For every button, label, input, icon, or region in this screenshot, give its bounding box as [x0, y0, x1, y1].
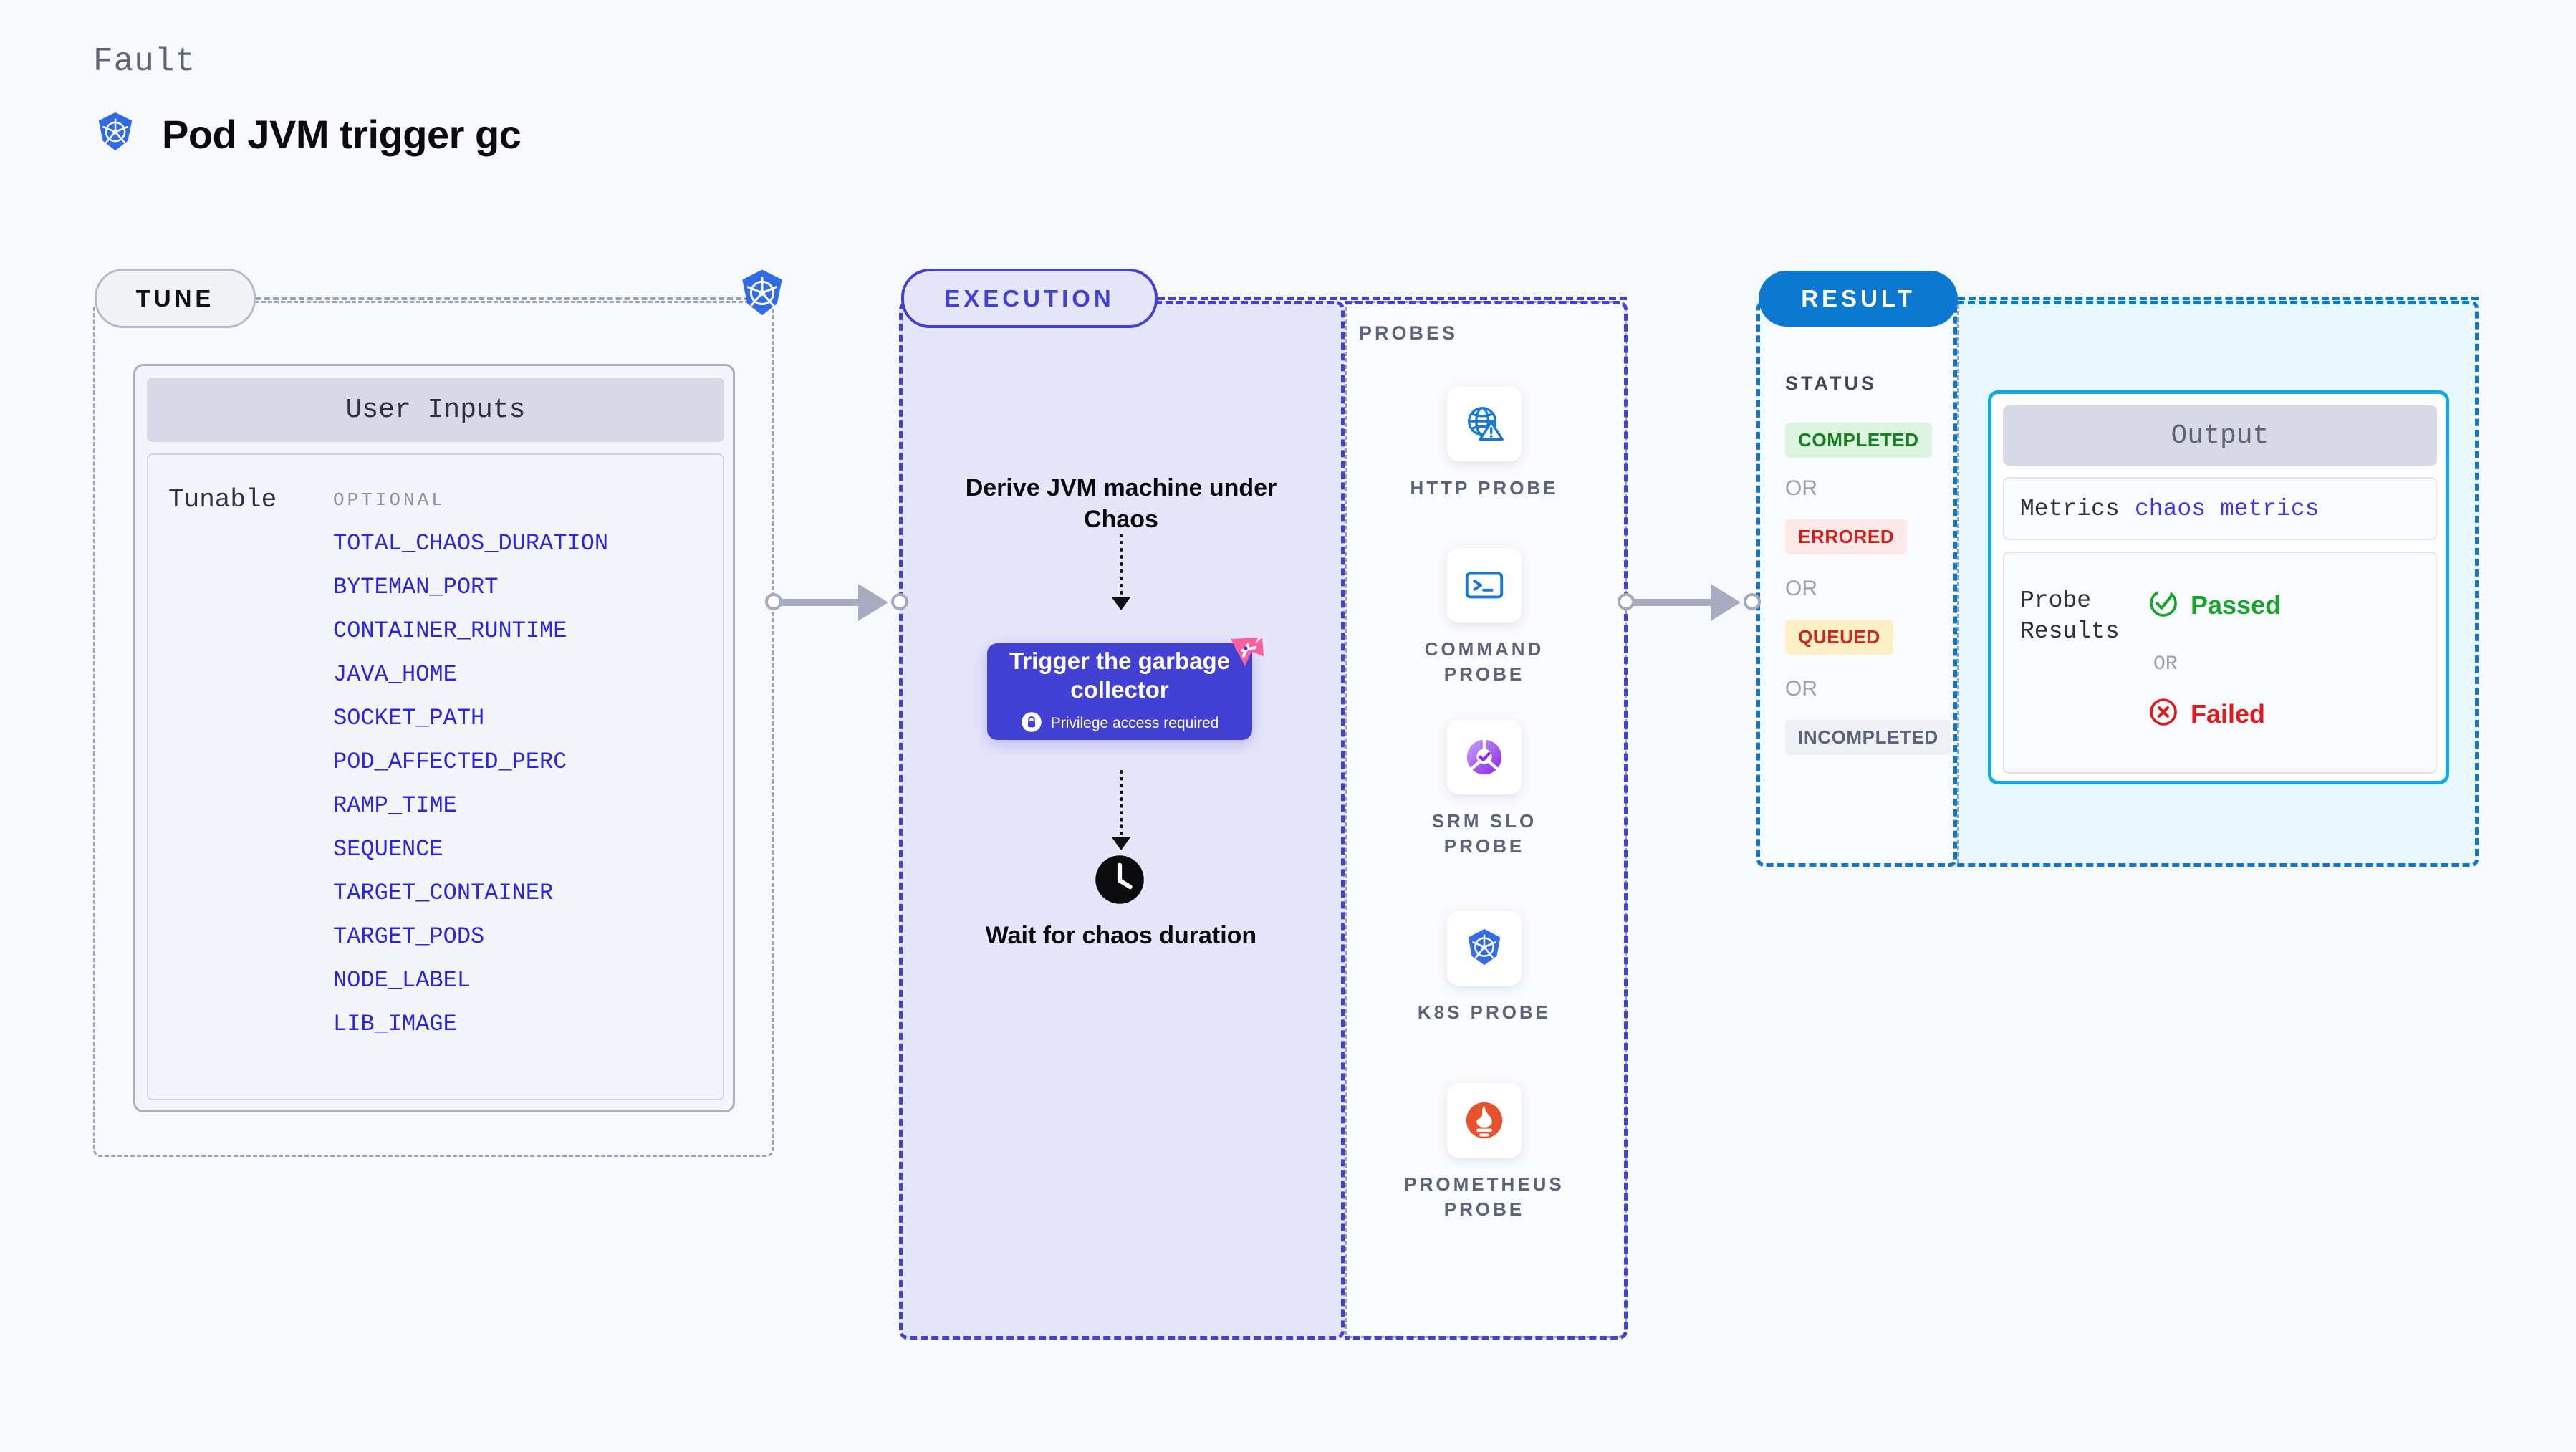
- list-item[interactable]: TARGET_PODS: [333, 923, 485, 950]
- probe-result-failed: Failed: [2148, 696, 2265, 731]
- list-item[interactable]: RAMP_TIME: [333, 792, 457, 819]
- result-section-pill[interactable]: RESULT: [1759, 271, 1958, 327]
- list-item[interactable]: JAVA_HOME: [333, 661, 457, 688]
- or-label: OR: [2153, 653, 2178, 675]
- connector-bar: [1632, 599, 1718, 606]
- execution-step-1: Derive JVM machine under Chaos: [965, 474, 1277, 533]
- connector-end-dot: [891, 593, 908, 610]
- user-inputs-title: User Inputs: [147, 378, 724, 442]
- probe-srm-slo[interactable]: SRM SLO PROBE: [1391, 720, 1577, 859]
- probe-label: K8S PROBE: [1417, 1001, 1552, 1023]
- execution-dashed-line: [1158, 297, 1627, 300]
- user-inputs-card: User Inputs Tunable OPTIONAL TOTAL_CHAOS…: [133, 364, 735, 1112]
- flow-arrow-2: [1112, 770, 1130, 850]
- list-item[interactable]: SOCKET_PATH: [333, 705, 485, 731]
- flow-arrow-1: [1112, 534, 1130, 610]
- connector-end-dot: [1744, 593, 1761, 610]
- status-badge: COMPLETED: [1785, 423, 1932, 458]
- list-item[interactable]: NODE_LABEL: [333, 967, 471, 994]
- execution-step-2: Wait for chaos duration: [985, 922, 1257, 949]
- tunable-label: Tunable: [168, 485, 277, 514]
- action-card-note-row: Privilege access required: [1021, 711, 1219, 736]
- status-badge: ERRORED: [1785, 519, 1908, 554]
- connector-arrowhead: [858, 584, 888, 621]
- probe-http[interactable]: HTTP PROBE: [1391, 387, 1577, 501]
- probes-to-result-arrow: [1618, 580, 1761, 623]
- srm-slo-icon: [1447, 720, 1522, 794]
- probe-label: PROMETHEUS PROBE: [1404, 1173, 1565, 1221]
- list-item[interactable]: SEQUENCE: [333, 836, 443, 862]
- kubernetes-icon: [736, 267, 789, 324]
- list-item[interactable]: BYTEMAN_PORT: [333, 574, 499, 600]
- user-inputs-body: Tunable OPTIONAL TOTAL_CHAOS_DURATION BY…: [147, 453, 724, 1100]
- probe-label: COMMAND PROBE: [1424, 638, 1544, 686]
- status-badge: INCOMPLETED: [1785, 720, 1951, 755]
- probes-title: PROBES: [1359, 322, 1458, 344]
- probe-result-passed: Passed: [2148, 587, 2281, 622]
- tune-dashed-line: [256, 297, 750, 300]
- action-card-title: Trigger the garbage collector: [1009, 648, 1231, 703]
- check-circle-icon: [2148, 587, 2179, 622]
- metrics-value[interactable]: chaos metrics: [2135, 495, 2320, 522]
- or-label: OR: [1785, 577, 1817, 600]
- x-circle-icon: [2148, 696, 2179, 731]
- kubernetes-icon: [1447, 911, 1522, 986]
- action-card-note: Privilege access required: [1050, 715, 1219, 732]
- status-title: STATUS: [1785, 372, 1877, 394]
- tunable-list: TOTAL_CHAOS_DURATION BYTEMAN_PORT CONTAI…: [333, 530, 608, 1054]
- probe-k8s[interactable]: K8S PROBE: [1391, 911, 1577, 1025]
- probes-outer-boundary: [1345, 301, 1628, 1340]
- harness-icon: [1226, 635, 1267, 673]
- tune-section-pill[interactable]: TUNE: [95, 269, 256, 328]
- result-dashed-line: [1958, 297, 2479, 300]
- probe-command[interactable]: COMMAND PROBE: [1391, 548, 1577, 687]
- output-metrics-row: Metrics chaos metrics: [2003, 477, 2437, 540]
- terminal-icon: [1447, 548, 1522, 622]
- globe-warning-icon: [1447, 387, 1522, 461]
- kubernetes-icon: [93, 110, 138, 158]
- tune-to-execution-arrow: [765, 580, 908, 623]
- connector-bar: [779, 599, 865, 606]
- probe-label: HTTP PROBE: [1410, 477, 1559, 499]
- list-item[interactable]: CONTAINER_RUNTIME: [333, 617, 567, 644]
- list-item[interactable]: TARGET_CONTAINER: [333, 880, 554, 906]
- output-title: Output: [2003, 405, 2437, 466]
- list-item[interactable]: POD_AFFECTED_PERC: [333, 749, 567, 775]
- metrics-key: Metrics: [2020, 495, 2120, 522]
- or-label: OR: [1785, 476, 1817, 500]
- or-label: OR: [1785, 677, 1817, 701]
- page-header: Fault Pod JVM trigger gc: [93, 43, 522, 158]
- connector-arrowhead: [1711, 584, 1741, 621]
- action-card[interactable]: Trigger the garbage collector Privilege …: [987, 643, 1252, 740]
- optional-label: OPTIONAL: [333, 489, 446, 511]
- tune-panel: [93, 301, 774, 1157]
- prometheus-icon: [1447, 1083, 1522, 1158]
- clock-icon: [1094, 854, 1145, 909]
- list-item[interactable]: LIB_IMAGE: [333, 1011, 457, 1037]
- fault-kicker: Fault: [93, 43, 196, 80]
- passed-label: Passed: [2191, 590, 2282, 620]
- failed-label: Failed: [2191, 698, 2266, 729]
- page-title: Pod JVM trigger gc: [162, 112, 522, 157]
- list-item[interactable]: TOTAL_CHAOS_DURATION: [333, 530, 609, 557]
- result-panel: [1756, 301, 1957, 867]
- title-row: Pod JVM trigger gc: [93, 110, 522, 158]
- probes-panel: [1345, 301, 1627, 1338]
- status-badge: QUEUED: [1785, 620, 1893, 655]
- probe-label: SRM SLO PROBE: [1431, 810, 1537, 857]
- lock-icon: [1021, 711, 1042, 736]
- execution-section-pill[interactable]: EXECUTION: [901, 269, 1158, 328]
- result-output-divider: [1957, 304, 1959, 863]
- probe-prometheus[interactable]: PROMETHEUS PROBE: [1391, 1083, 1577, 1222]
